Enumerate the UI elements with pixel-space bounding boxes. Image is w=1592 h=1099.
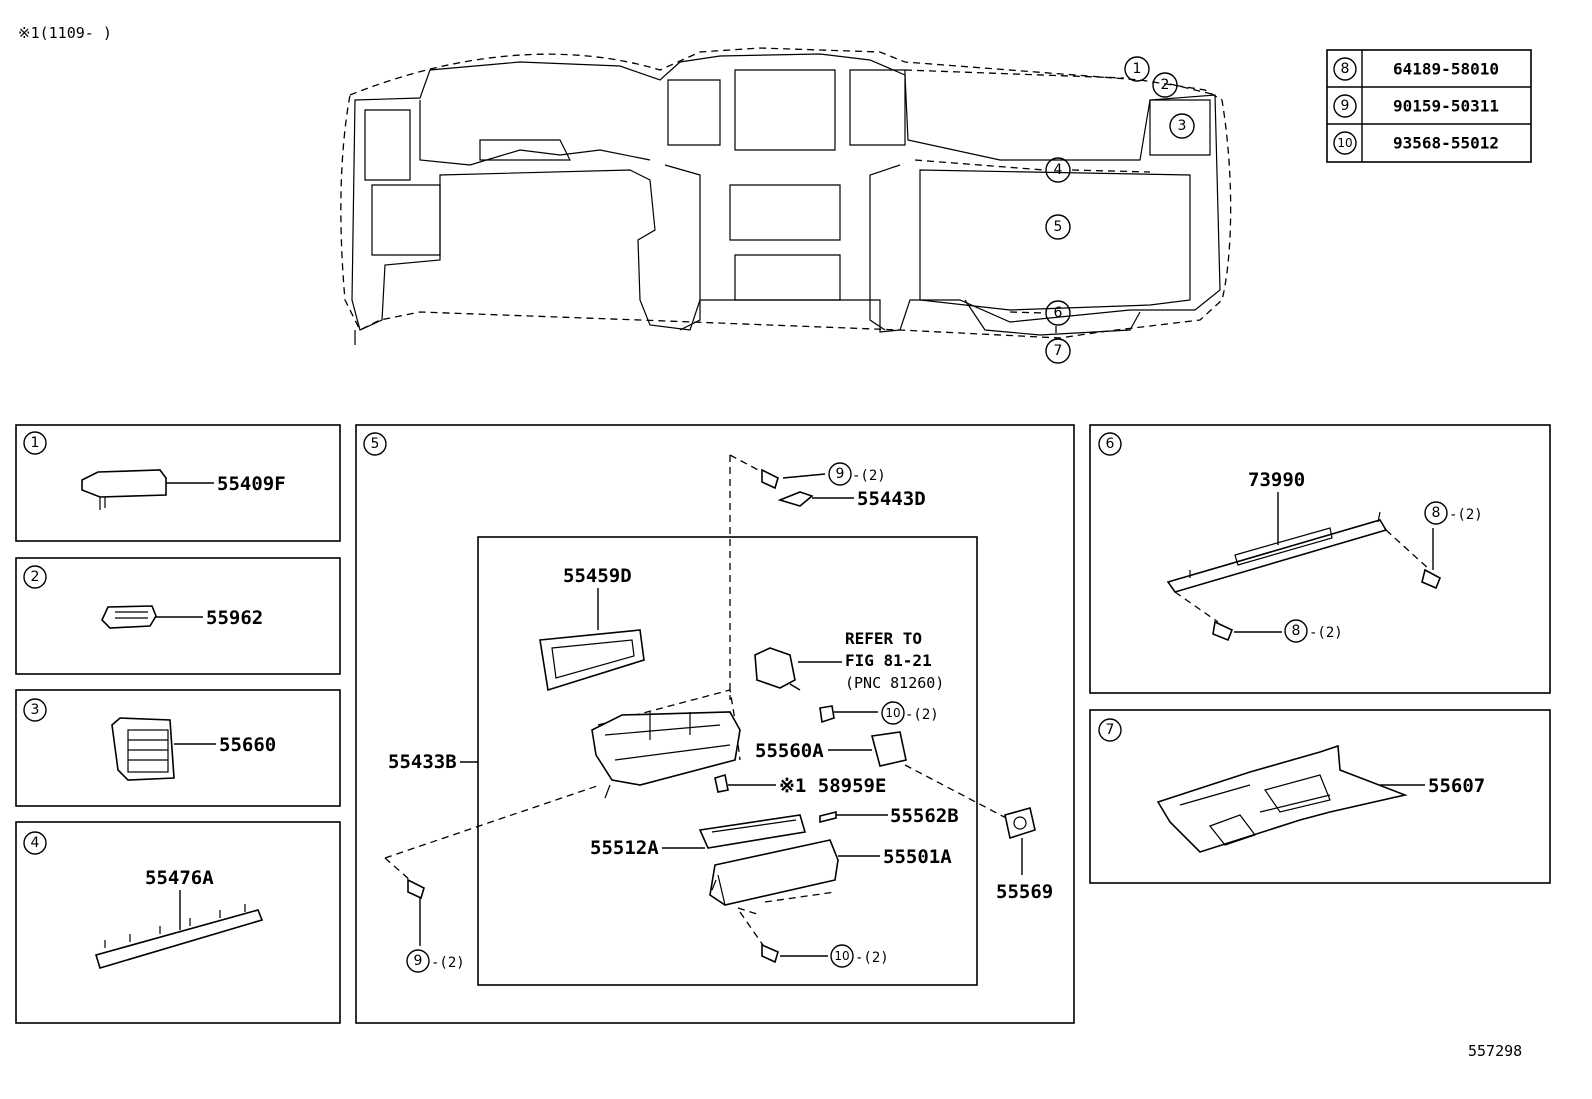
svg-text:93568-55012: 93568-55012 [1393, 134, 1499, 153]
part-number: 55560A [755, 740, 824, 762]
lock-part [870, 731, 907, 767]
bulb-icon [714, 773, 729, 793]
overview-callout-2: 2 [1152, 72, 1178, 98]
svg-text:9: 9 [414, 953, 423, 969]
glovebox-subassembly-frame [477, 536, 978, 986]
part-number: 55660 [219, 734, 276, 756]
svg-text:4: 4 [1054, 162, 1063, 178]
part-number: 55443D [857, 488, 926, 510]
svg-text:7: 7 [1106, 722, 1115, 738]
svg-text:1: 1 [31, 435, 40, 451]
part-number: 55512A [590, 837, 659, 859]
svg-text:90159-50311: 90159-50311 [1393, 97, 1499, 116]
svg-text:-(2): -(2) [1309, 625, 1343, 641]
header-note: ※1(1109- ) [18, 24, 112, 42]
svg-text:-(2): -(2) [855, 950, 889, 966]
bolt-icon [1421, 568, 1442, 590]
screw-icon [761, 468, 779, 490]
svg-text:8: 8 [1292, 623, 1301, 639]
svg-text:8: 8 [1432, 505, 1441, 521]
svg-text:3: 3 [31, 702, 40, 718]
part-number: 55409F [217, 473, 286, 495]
svg-text:-(2): -(2) [852, 468, 886, 484]
screw-icon [761, 943, 779, 964]
table-row: 10 93568-55012 [1333, 131, 1499, 155]
latch-part [1004, 807, 1036, 840]
glovebox-body-part [591, 711, 741, 786]
svg-text:-(2): -(2) [431, 955, 465, 971]
panel-3: 3 55660 [15, 689, 341, 807]
pin-icon [819, 810, 837, 824]
svg-text:5: 5 [371, 436, 380, 452]
overview-callout-6: 6 [1045, 300, 1071, 326]
overview-callout-7: 7 [1045, 338, 1071, 364]
dashboard-overview [340, 47, 1232, 345]
refer-line-2: FIG 81-21 [845, 651, 932, 670]
overview-callout-1: 1 [1124, 56, 1150, 82]
svg-text:2: 2 [1161, 77, 1170, 93]
refer-line-3: (PNC 81260) [845, 674, 944, 692]
defroster-nozzle-part [81, 469, 167, 498]
svg-text:4: 4 [31, 835, 40, 851]
refer-line-1: REFER TO [845, 629, 922, 648]
register-part [111, 717, 175, 781]
svg-text:6: 6 [1106, 436, 1115, 452]
svg-text:7: 7 [1054, 343, 1063, 359]
svg-text:3: 3 [1178, 118, 1187, 134]
reinforcement-bar-part [1166, 519, 1388, 593]
glovebox-lid-part [539, 629, 645, 692]
part-number: 55607 [1428, 775, 1485, 797]
svg-text:10: 10 [834, 949, 849, 963]
panel-4: 4 55476A [15, 821, 341, 1024]
panel-2: 2 55962 [15, 557, 341, 675]
svg-text:5: 5 [1054, 219, 1063, 235]
svg-text:8: 8 [1341, 61, 1350, 77]
parts-table: 8 64189-58010 9 90159-50311 10 93568-550… [1326, 49, 1532, 163]
part-number: 55562B [890, 805, 959, 827]
overview-callout-5: 5 [1045, 214, 1071, 240]
part-number: 55501A [883, 846, 952, 868]
panel-7: 7 55607 [1089, 709, 1551, 884]
svg-text:64189-58010: 64189-58010 [1393, 60, 1499, 79]
screw-icon [407, 878, 425, 900]
figure-code: 557298 [1468, 1042, 1522, 1060]
vent-part [101, 605, 157, 629]
panel-5: 5 55433B 9 -(2) 55443D 55459D REFER TO F… [355, 424, 1075, 1024]
part-number: 55476A [145, 867, 214, 889]
panel-1: 1 55409F [15, 424, 341, 542]
door-part [709, 839, 839, 906]
part-number: 55569 [996, 881, 1053, 903]
part-number: 55459D [563, 565, 632, 587]
overview-callout-3: 3 [1169, 113, 1195, 139]
under-cover-part [1156, 744, 1408, 853]
part-number: 73990 [1248, 469, 1305, 491]
clip-icon [819, 705, 835, 724]
part-number: ※1 58959E [779, 775, 886, 797]
svg-text:-(2): -(2) [905, 707, 939, 723]
table-row: 8 64189-58010 [1333, 57, 1499, 81]
panel-6: 6 73990 8 -(2) 8 -(2) [1089, 424, 1551, 694]
table-row: 9 90159-50311 [1333, 94, 1499, 118]
svg-text:10: 10 [1337, 136, 1352, 150]
part-number: 55962 [206, 607, 263, 629]
svg-text:9: 9 [1341, 98, 1350, 114]
svg-text:6: 6 [1054, 305, 1063, 321]
bracket-part [777, 491, 814, 507]
overview-callout-4: 4 [1045, 157, 1071, 183]
svg-text:1: 1 [1133, 61, 1142, 77]
svg-text:9: 9 [836, 466, 845, 482]
frame-part [698, 814, 807, 849]
svg-text:-(2): -(2) [1449, 507, 1483, 523]
svg-text:10: 10 [885, 706, 900, 720]
switch-part [754, 647, 796, 689]
svg-text:2: 2 [31, 569, 40, 585]
trim-strip-part [94, 909, 264, 969]
part-number: 55433B [388, 751, 457, 773]
bolt-icon [1212, 620, 1234, 642]
